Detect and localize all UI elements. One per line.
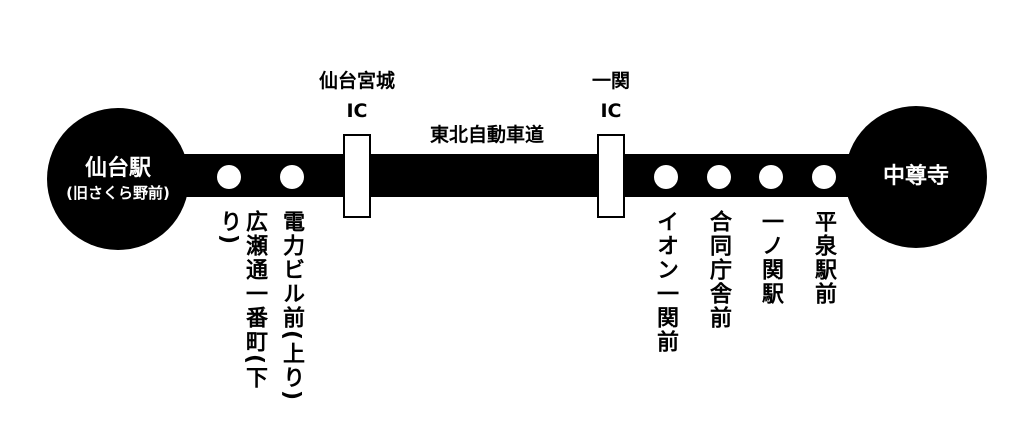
stop-label: 平泉駅前 [811, 210, 836, 306]
terminal-name: 中尊寺 [882, 164, 949, 189]
interchange-marker [343, 134, 371, 218]
stop-marker [812, 165, 836, 189]
stop-marker [654, 165, 678, 189]
route-line [118, 154, 918, 197]
interchange-suffix: IC [346, 100, 368, 122]
stop-label: 一ノ関駅 [758, 210, 783, 306]
terminal-chusonji: 中尊寺 [845, 106, 987, 248]
interchange-name: 一関 [591, 70, 630, 92]
terminal-sendai-station: 仙台駅 (旧さくら野前) [47, 108, 189, 250]
stop-label: イオン一関前 [653, 210, 678, 354]
terminal-name: 仙台駅 [84, 156, 151, 181]
highway-label: 東北自動車道 [429, 124, 544, 146]
interchange-name: 仙台宮城 [318, 70, 395, 92]
stop-label: 合同庁舎前 [706, 210, 731, 330]
stop-marker [707, 165, 731, 189]
stop-label: 電力ビル前(上り) [279, 210, 304, 403]
interchange-suffix: IC [600, 100, 622, 122]
stop-marker [759, 165, 783, 189]
terminal-subname: (旧さくら野前) [66, 184, 170, 202]
stop-marker [217, 165, 241, 189]
interchange-label-ichinoseki: 一関 IC [551, 66, 671, 126]
interchange-label-sendai-miyagi: 仙台宮城 IC [297, 66, 417, 126]
interchange-marker [597, 134, 625, 218]
stop-label: 広瀬通一番町(下り) [216, 210, 267, 391]
stop-marker [280, 165, 304, 189]
